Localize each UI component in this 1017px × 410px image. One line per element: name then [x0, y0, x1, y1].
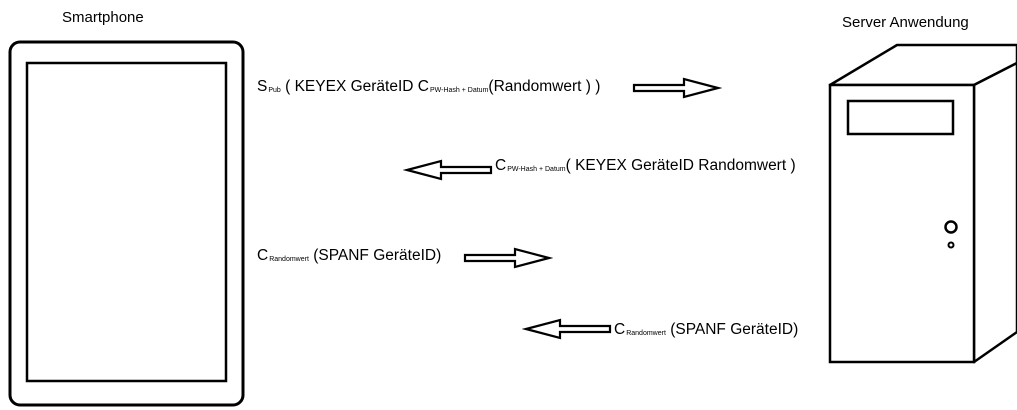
message-3-prefix-sub: Randomwert: [269, 256, 309, 263]
arrow-left-icon: [403, 159, 493, 181]
message-3-label: CRandomwert (SPANF GeräteID): [257, 248, 441, 264]
server-label: Server Anwendung: [842, 14, 969, 31]
message-3-prefix: C: [257, 247, 269, 264]
message-1-label: SPub ( KEYEX GeräteID CPW-Hash + Datum(R…: [257, 79, 600, 95]
smartphone-icon: [8, 40, 245, 407]
arrow-left-icon: [522, 318, 612, 340]
message-4-prefix: C: [614, 321, 626, 338]
arrow-right-icon: [463, 247, 553, 269]
message-1-prefix-sub: Pub: [268, 87, 281, 94]
smartphone-label: Smartphone: [62, 9, 144, 26]
server-drive-bay: [846, 99, 955, 136]
message-1-text-sub: PW-Hash + Datum: [429, 87, 489, 94]
message-1-text: ( KEYEX GeräteID C: [280, 78, 429, 95]
message-2-label: CPW-Hash + Datum( KEYEX GeräteID Randomw…: [495, 158, 796, 174]
arrow-right-icon: [632, 77, 722, 99]
message-2-text: ( KEYEX GeräteID Randomwert ): [565, 157, 796, 174]
message-1-text-end: (Randomwert ) ): [488, 78, 601, 95]
smartphone-screen: [25, 61, 228, 383]
server-side-face: [972, 61, 1017, 364]
server-icon: [828, 43, 1017, 364]
server-led: [947, 241, 955, 249]
message-4-label: CRandomwert (SPANF GeräteID): [614, 322, 798, 338]
message-1-prefix: S: [257, 78, 268, 95]
server-power-button: [944, 220, 958, 234]
message-2-prefix-sub: PW-Hash + Datum: [507, 166, 566, 173]
message-3-text: (SPANF GeräteID): [308, 247, 442, 264]
message-4-text: (SPANF GeräteID): [665, 321, 799, 338]
message-2-prefix: C: [495, 157, 507, 174]
message-4-prefix-sub: Randomwert: [626, 330, 666, 337]
